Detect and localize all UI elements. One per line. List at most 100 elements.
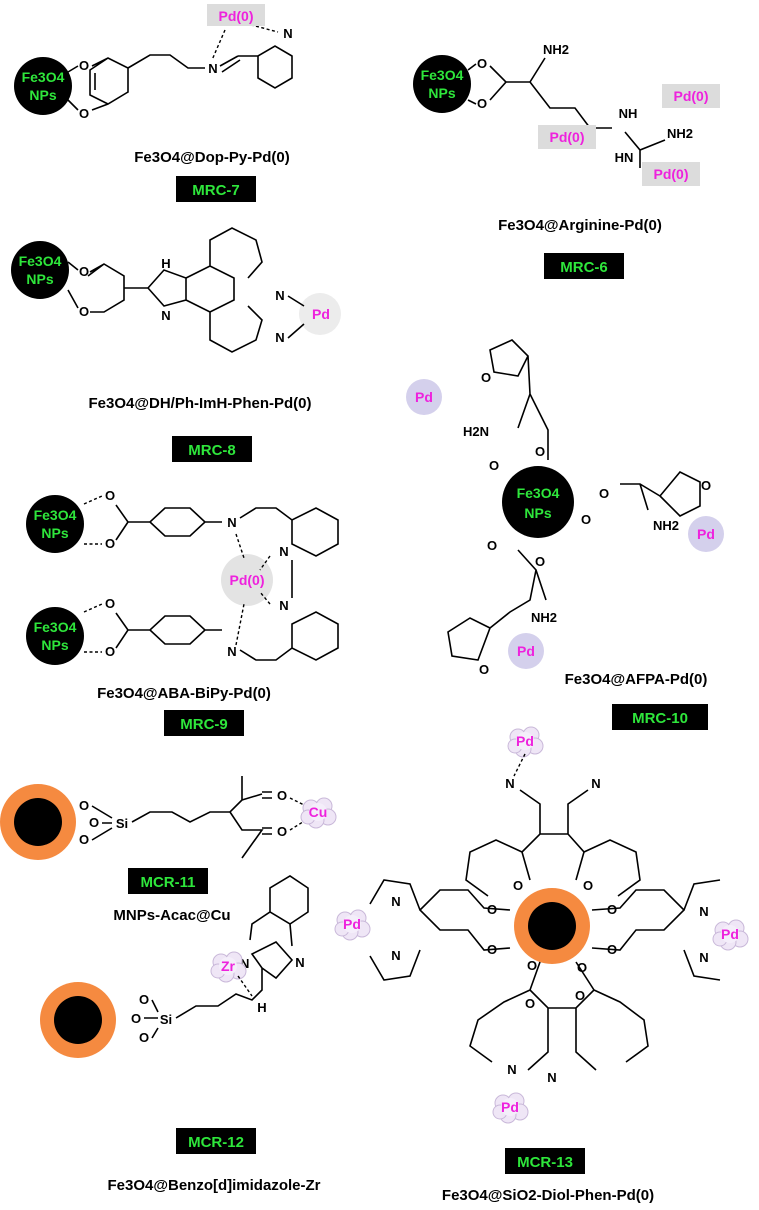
nitrogen-atom: N (295, 955, 304, 970)
zirconium-label: Zr (221, 958, 236, 974)
magnetic-core-shell (40, 982, 116, 1058)
oxygen-atom: O (131, 1011, 141, 1026)
compound-name: Fe3O4@SiO2-Diol-Phen-Pd(0) (442, 1187, 654, 1204)
oxygen-atom: O (581, 512, 591, 527)
oxygen-atom: O (607, 902, 617, 917)
oxygen-atom: O (139, 992, 149, 1007)
fe3o4-nanoparticle: Fe3O4 NPs (502, 466, 574, 538)
compound-tag: MCR-11 (140, 874, 195, 891)
palladium-label: Pd(0) (654, 166, 689, 182)
oxygen-atom: O (477, 96, 487, 111)
compound-name: Fe3O4@Arginine-Pd(0) (498, 217, 662, 234)
particle-label: NPs (524, 505, 551, 521)
nh-group: H (161, 256, 170, 271)
oxygen-atom: O (79, 304, 89, 319)
nitrogen-atom: N (275, 288, 284, 303)
structure-mcr-12: O O O Si H HN N Zr MCR-12 Fe3O4@Benzo[d]… (40, 875, 321, 1194)
oxygen-atom: O (535, 554, 545, 569)
oxygen-atom: O (489, 458, 499, 473)
particle-label: NPs (428, 85, 455, 101)
palladium-label: Pd (516, 733, 534, 749)
oxygen-atom: O (479, 662, 489, 677)
particle-label: NPs (26, 271, 53, 287)
particle-label: Fe3O4 (34, 507, 77, 523)
oxygen-atom: O (525, 996, 535, 1011)
particle-label: NPs (41, 525, 68, 541)
nitrogen-atom: N (227, 644, 236, 659)
structure-mrc-7: Fe3O4 NPs O O N N Pd(0) Fe3O4@Dop-Py-Pd(… (14, 4, 293, 202)
nitrogen-atom: N (279, 598, 288, 613)
structure-mrc-6: Fe3O4 NPs O O NH2 NH NH2 HN Pd(0) Pd(0) … (413, 42, 720, 279)
fe3o4-nanoparticle: Fe3O4 NPs (14, 57, 72, 115)
compound-tag: MCR-12 (188, 1134, 244, 1151)
oxygen-atom: O (577, 960, 587, 975)
magnetic-core-shell (514, 888, 590, 964)
palladium-label: Pd (517, 643, 535, 659)
nitrogen-atom: N (391, 894, 400, 909)
fe3o4-nanoparticle: Fe3O4 NPs (11, 241, 69, 299)
particle-label: NPs (41, 637, 68, 653)
palladium-label: Pd (501, 1099, 519, 1115)
palladium-label: Pd(0) (550, 129, 585, 145)
compound-tag: MCR-13 (517, 1154, 573, 1171)
palladium-label: Pd(0) (219, 8, 254, 24)
oxygen-atom: O (79, 264, 89, 279)
oxygen-atom: O (481, 370, 491, 385)
oxygen-atom: O (277, 788, 287, 803)
oxygen-atom: O (79, 106, 89, 121)
particle-label: Fe3O4 (517, 485, 560, 501)
structure-mrc-8: Fe3O4 NPs O O H N N N Pd Fe3O4@DH/Ph-ImH… (11, 227, 341, 462)
particle-label: Fe3O4 (34, 619, 77, 635)
nitrogen-atom: H (257, 1000, 266, 1015)
amine-group: NH2 (667, 126, 693, 141)
palladium-label: Pd(0) (674, 88, 709, 104)
magnetic-core-shell (0, 784, 76, 860)
nitrogen-atom: N (505, 776, 514, 791)
nitrogen-atom: NH (619, 106, 638, 121)
oxygen-atom: O (277, 824, 287, 839)
structure-mrc-9: Fe3O4 NPs Fe3O4 NPs O O O O N N N N Pd(0… (26, 488, 339, 736)
nitrogen-atom: N (699, 904, 708, 919)
particle-label: NPs (29, 87, 56, 103)
oxygen-atom: O (583, 878, 593, 893)
palladium-label: Pd(0) (230, 572, 265, 588)
oxygen-atom: O (105, 644, 115, 659)
oxygen-atom: O (599, 486, 609, 501)
oxygen-atom: O (527, 958, 537, 973)
particle-label: Fe3O4 (19, 253, 62, 269)
silicon-atom: Si (160, 1012, 172, 1027)
oxygen-atom: O (105, 488, 115, 503)
compound-tag: MRC-9 (180, 716, 228, 733)
compound-name: Fe3O4@ABA-BiPy-Pd(0) (97, 685, 271, 702)
compound-tag: MRC-7 (192, 182, 240, 199)
nitrogen-atom: N (275, 330, 284, 345)
oxygen-atom: O (79, 798, 89, 813)
imine-group: HN (615, 150, 634, 165)
compound-tag: MRC-10 (632, 710, 688, 727)
silicon-atom: Si (116, 816, 128, 831)
oxygen-atom: O (487, 538, 497, 553)
oxygen-atom: O (139, 1030, 149, 1045)
compound-name: Fe3O4@Benzo[d]imidazole-Zr (108, 1177, 321, 1194)
oxygen-atom: O (79, 832, 89, 847)
nitrogen-atom: N (591, 776, 600, 791)
palladium-label: Pd (721, 926, 739, 942)
oxygen-atom: O (487, 942, 497, 957)
oxygen-atom: O (79, 58, 89, 73)
structure-mcr-13: O O N N Pd O O N N Pd O O N N Pd O O O O… (334, 726, 749, 1204)
fe3o4-nanoparticle: Fe3O4 NPs (26, 495, 84, 553)
fe3o4-nanoparticle: Fe3O4 NPs (413, 55, 471, 113)
palladium-label: Pd (343, 916, 361, 932)
oxygen-atom: O (607, 942, 617, 957)
copper-label: Cu (309, 804, 328, 820)
amine-group: NH2 (531, 610, 557, 625)
compound-tag: MRC-6 (560, 259, 608, 276)
oxygen-atom: O (513, 878, 523, 893)
compound-name: MNPs-Acac@Cu (113, 907, 230, 924)
oxygen-atom: O (701, 478, 711, 493)
palladium-label: Pd (697, 526, 715, 542)
amine-group: H2N (463, 424, 489, 439)
structure-mcr-11: O O O Si O O Cu MCR-11 MNPs-Acac@Cu (0, 776, 337, 924)
oxygen-atom: O (535, 444, 545, 459)
